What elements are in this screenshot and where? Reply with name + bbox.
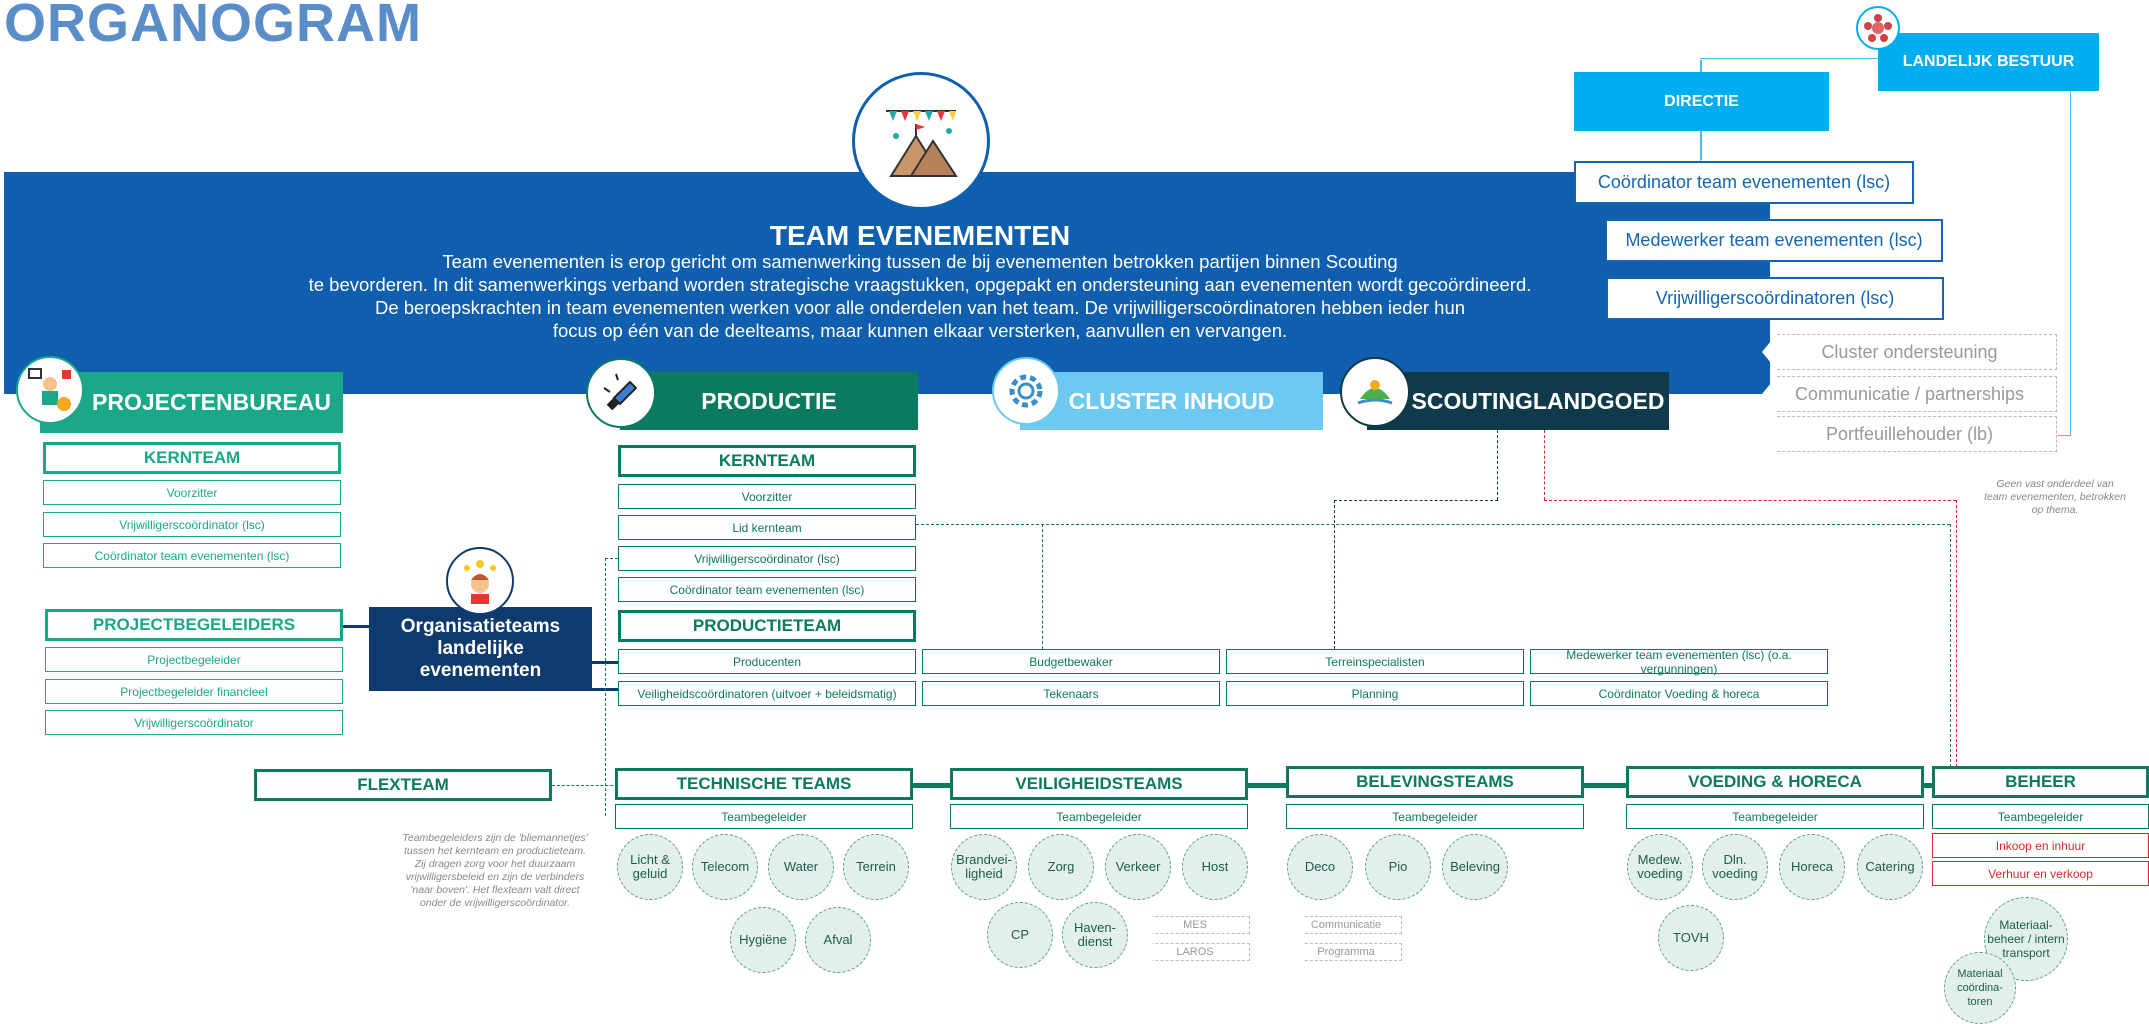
terreinspecialisten: Terreinspecialisten xyxy=(1226,649,1524,674)
beheer: BEHEER xyxy=(1932,766,2149,798)
mes-label: MES xyxy=(1140,916,1250,934)
veiligheidsteams: VEILIGHEIDSTEAMS xyxy=(950,768,1248,800)
productie-coordinator: Coördinator team evenementen (lsc) xyxy=(618,577,916,602)
team-evenementen-band xyxy=(4,172,1770,394)
afval-circle: Afval xyxy=(805,907,871,973)
technische-teams: TECHNISCHE TEAMS xyxy=(615,768,913,800)
communicatie-label: Communicatie xyxy=(1290,916,1402,934)
vrijwilligerscoordinator: Vrijwilligerscoördinator xyxy=(45,710,343,735)
medewerker-vergunningen: Medewerker team evenementen (lsc) (o.a. … xyxy=(1530,648,1828,676)
verhuur-en-verkoop: Verhuur en verkoop xyxy=(1932,861,2149,886)
top-right-note: Geen vast onderdeel van team evenementen… xyxy=(1984,478,2126,516)
projectenbureau-coordinator: Coördinator team evenementen (lsc) xyxy=(43,543,341,568)
havendienst-circle: Haven-dienst xyxy=(1062,902,1128,968)
cluster-ondersteuning-label: Cluster ondersteuning xyxy=(1762,334,2057,370)
water-circle: Water xyxy=(768,834,834,900)
productie-voorzitter: Voorzitter xyxy=(618,484,916,509)
communicatie-partnerships-label: Communicatie / partnerships xyxy=(1762,376,2057,412)
programma-label: Programma xyxy=(1290,943,1402,961)
veiligheid-teambegeleider: Teambegeleider xyxy=(950,804,1248,829)
idea-person-icon xyxy=(446,547,514,615)
verkeer-circle: Verkeer xyxy=(1105,834,1171,900)
scouting-icon xyxy=(1856,6,1900,50)
hygiene-circle: Hygiëne xyxy=(730,907,796,973)
tekenaars: Tekenaars xyxy=(922,681,1220,706)
inkoop-en-inhuur: Inkoop en inhuur xyxy=(1932,833,2149,858)
pio-circle: Pio xyxy=(1365,834,1431,900)
coordinator-voeding-horeca: Coördinator Voeding & horeca xyxy=(1530,681,1828,706)
projectbegeleider: Projectbegeleider xyxy=(45,647,343,672)
materiaal-coordinatoren-circle: Materiaal coördina-toren xyxy=(1944,952,2016,1024)
team-description: Team evenementen is erop gericht om same… xyxy=(308,251,1532,341)
cp-circle: CP xyxy=(987,902,1053,968)
technische-teambegeleider: Teambegeleider xyxy=(615,804,913,829)
medew-voeding-circle: Medew. voeding xyxy=(1627,834,1693,900)
projectenbureau-kernteam: KERNTEAM xyxy=(43,442,341,474)
projectenbureau-vrijwilligerscoordinator: Vrijwilligerscoördinator (lsc) xyxy=(43,512,341,537)
scoutinglandgoed-icon xyxy=(1340,357,1410,427)
projectenbureau-header: PROJECTENBUREAU xyxy=(40,372,343,433)
catering-circle: Catering xyxy=(1857,834,1923,900)
scoutinglandgoed-header: SCOUTINGLANDGOED xyxy=(1367,372,1669,430)
directie-box: DIRECTIE xyxy=(1574,72,1829,131)
cluster-inhoud-icon xyxy=(992,357,1060,425)
productie-kernteam: KERNTEAM xyxy=(618,445,916,477)
productie-icon xyxy=(586,358,656,428)
projectbegeleiders-box: PROJECTBEGELEIDERS xyxy=(45,609,343,641)
beleving-teambegeleider: Teambegeleider xyxy=(1286,804,1584,829)
vrijwilligerscoordinatoren-box: Vrijwilligerscoördinatoren (lsc) xyxy=(1606,277,1944,320)
deco-circle: Deco xyxy=(1287,834,1353,900)
voeding-horeca: VOEDING & HORECA xyxy=(1626,766,1924,798)
productie-lid-kernteam: Lid kernteam xyxy=(618,515,916,540)
zorg-circle: Zorg xyxy=(1028,834,1094,900)
projectbegeleider-financieel: Projectbegeleider financieel xyxy=(45,679,343,704)
planning: Planning xyxy=(1226,681,1524,706)
coordinator-team-evenementen-box: Coördinator team evenementen (lsc) xyxy=(1574,161,1914,204)
producenten: Producenten xyxy=(618,649,916,674)
veiligheidscoordinatoren: Veiligheidscoördinatoren (uitvoer + bele… xyxy=(618,681,916,706)
brandveiligheid-circle: Brandvei-ligheid xyxy=(951,834,1017,900)
organisatieteams-box: Organisatieteams landelijke evenementen xyxy=(369,607,592,691)
page-title: ORGANOGRAM xyxy=(4,0,422,53)
flexteam-box: FLEXTEAM xyxy=(254,769,552,801)
medewerker-team-evenementen-box: Medewerker team evenementen (lsc) xyxy=(1605,219,1943,262)
belevingsteams: BELEVINGSTEAMS xyxy=(1286,766,1584,798)
dln-voeding-circle: Dln. voeding xyxy=(1702,834,1768,900)
terrein-circle: Terrein xyxy=(843,834,909,900)
projectenbureau-voorzitter: Voorzitter xyxy=(43,480,341,505)
cluster-inhoud-header: CLUSTER INHOUD xyxy=(1020,372,1323,430)
portfeuillehouder-label: Portfeuillehouder (lb) xyxy=(1762,416,2057,452)
laros-label: LAROS xyxy=(1140,943,1250,961)
licht-geluid-circle: Licht & geluid xyxy=(617,834,683,900)
tovh-circle: TOVH xyxy=(1658,905,1724,971)
team-title: TEAM EVENEMENTEN xyxy=(769,220,1071,251)
host-circle: Host xyxy=(1182,834,1248,900)
flexteam-note: Teambegeleiders zijn de 'bliemannetjes' … xyxy=(402,832,588,909)
horeca-circle: Horeca xyxy=(1779,834,1845,900)
beheer-teambegeleider: Teambegeleider xyxy=(1932,804,2149,829)
event-icon xyxy=(852,72,990,210)
materiaalbeheer-circle: Materiaal-beheer / intern transport xyxy=(1984,897,2068,981)
productieteam-box: PRODUCTIETEAM xyxy=(618,610,916,642)
productie-vrijwilligerscoordinator: Vrijwilligerscoördinator (lsc) xyxy=(618,546,916,571)
telecom-circle: Telecom xyxy=(692,834,758,900)
landelijk-bestuur-box: LANDELIJK BESTUUR xyxy=(1878,33,2099,91)
beleving-circle: Beleving xyxy=(1442,834,1508,900)
productie-header: PRODUCTIE xyxy=(620,372,918,430)
budgetbewaker: Budgetbewaker xyxy=(922,649,1220,674)
projectenbureau-icon xyxy=(16,356,84,424)
voeding-teambegeleider: Teambegeleider xyxy=(1626,804,1924,829)
